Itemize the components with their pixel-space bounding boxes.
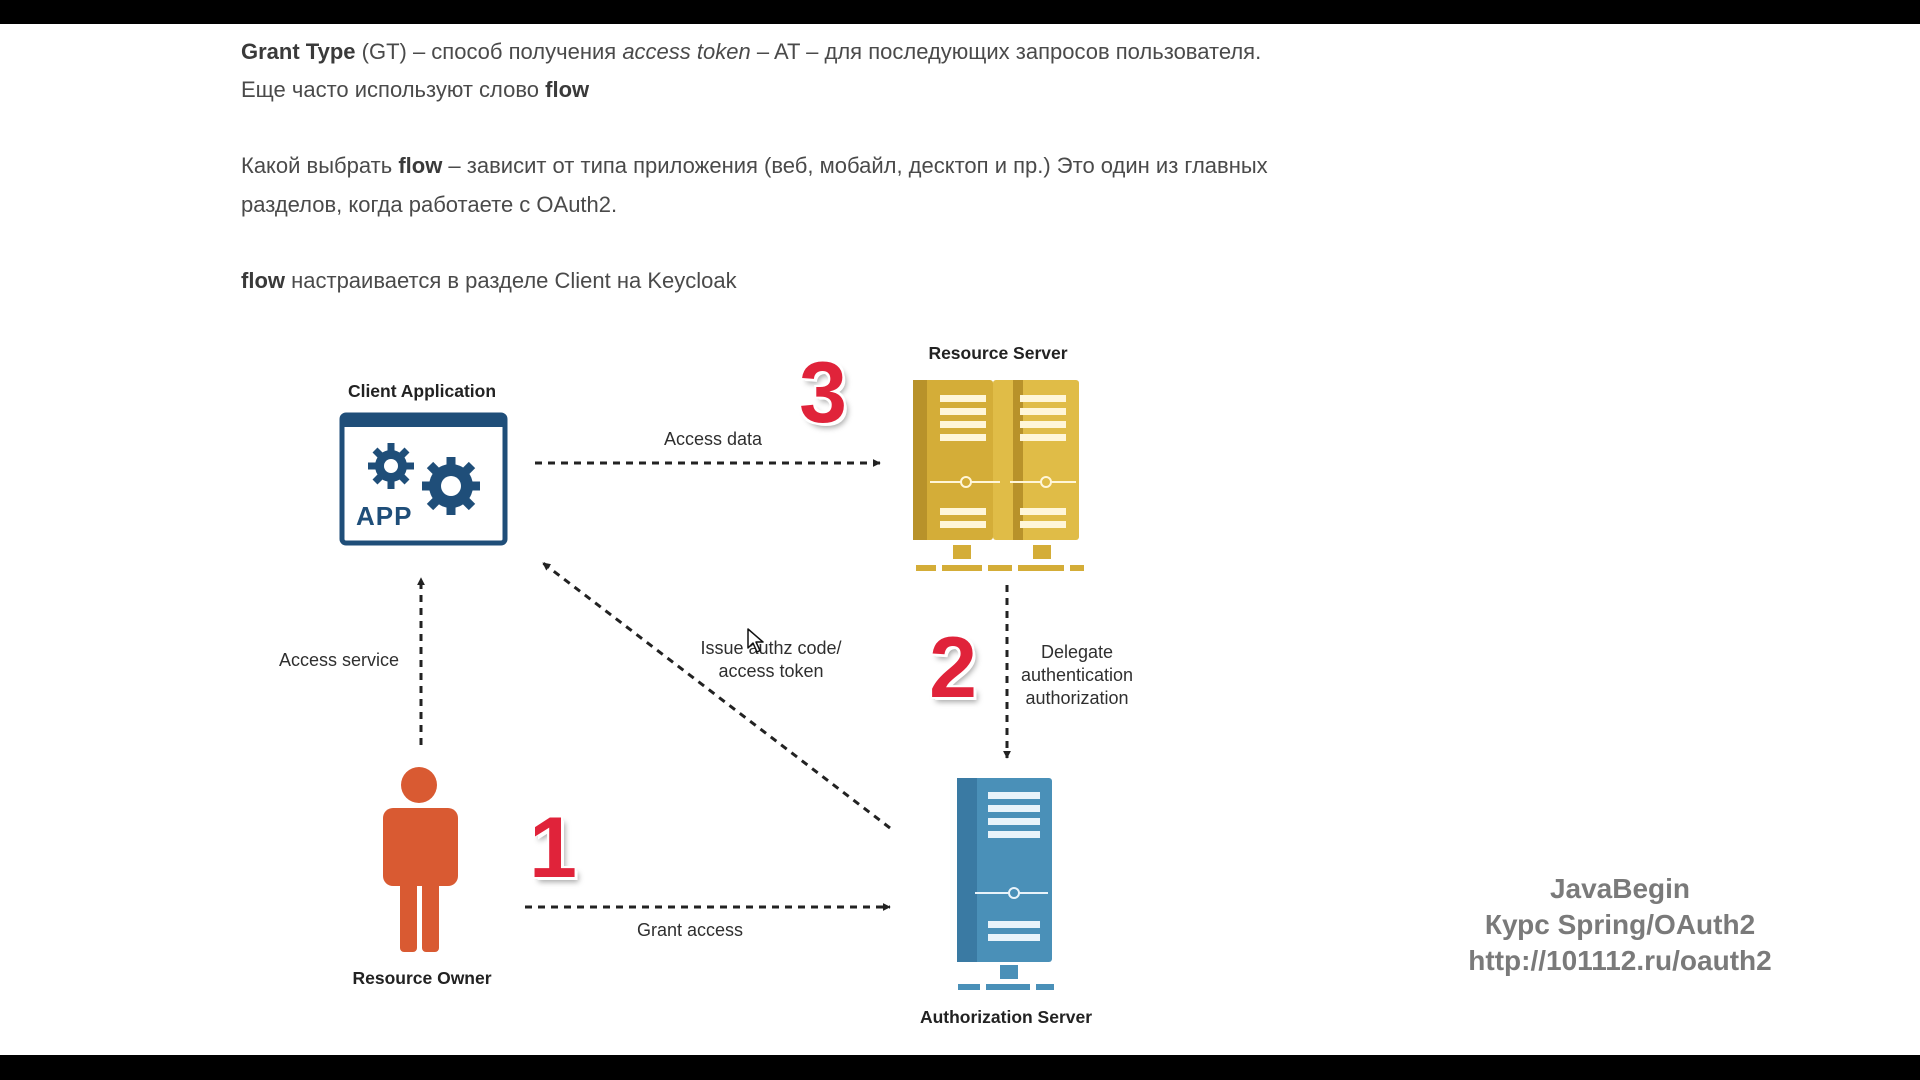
intro-text: Еще часто используют слово bbox=[241, 77, 546, 102]
intro-line-keycloak: flow настраивается в разделе Client на K… bbox=[241, 262, 737, 300]
intro-text: Какой выбрать bbox=[241, 153, 399, 178]
resource-server-icon bbox=[913, 380, 1084, 571]
edge-label-issue-line2: access token bbox=[718, 661, 824, 681]
edge-label-access-data: Access data bbox=[663, 429, 763, 449]
watermark-url: http://101112.ru/oauth2 bbox=[1468, 945, 1772, 976]
gear-icon bbox=[422, 457, 480, 515]
intro-text: разделов, когда работаете с OAuth2. bbox=[241, 192, 618, 217]
intro-text: настраивается в разделе Client на Keyclo… bbox=[285, 268, 737, 293]
arrow-issue-token bbox=[542, 561, 891, 830]
mouse-cursor-icon bbox=[747, 628, 764, 653]
flow-term: flow bbox=[545, 77, 590, 102]
bottom-letterbox-bar bbox=[0, 1055, 1920, 1080]
gear-icon bbox=[368, 443, 414, 489]
step-number-3: 3 bbox=[799, 345, 847, 441]
person-icon bbox=[383, 767, 458, 952]
flow-term: flow bbox=[241, 268, 285, 293]
resource-server-title: Resource Server bbox=[928, 343, 1068, 363]
intro-text: – AT – для последующих запросов пользова… bbox=[750, 39, 1262, 64]
intro-line-oauth2: разделов, когда работаете с OAuth2. bbox=[241, 186, 617, 224]
watermark-brand: JavaBegin bbox=[1549, 873, 1691, 904]
intro-line-grant-type: Grant Type (GT) – способ получения acces… bbox=[241, 33, 1261, 71]
edge-label-delegate-line1: Delegate bbox=[1040, 642, 1114, 662]
intro-text: – зависит от типа приложения (веб, мобай… bbox=[442, 153, 1268, 178]
edge-label-issue-line1: Issue authz code/ bbox=[700, 638, 842, 658]
watermark-course: Курс Spring/OAuth2 bbox=[1484, 909, 1756, 940]
flow-term: flow bbox=[398, 153, 443, 178]
step-number-1: 1 bbox=[529, 800, 577, 896]
edge-label-delegate-line2: authentication bbox=[1020, 665, 1134, 685]
top-letterbox-bar bbox=[0, 0, 1920, 24]
access-token-term: access token bbox=[622, 39, 751, 64]
intro-line-flow: Еще часто используют слово flow bbox=[241, 71, 589, 109]
app-label: APP bbox=[356, 501, 413, 531]
edge-label-grant-access: Grant access bbox=[636, 920, 744, 940]
edge-label-access-service: Access service bbox=[279, 650, 400, 670]
intro-line-choose-flow: Какой выбрать flow – зависит от типа при… bbox=[241, 147, 1268, 185]
client-application-title: Client Application bbox=[347, 381, 497, 401]
authorization-server-title: Authorization Server bbox=[919, 1007, 1093, 1027]
edge-label-delegate-line3: authorization bbox=[1025, 688, 1129, 708]
app-window-icon bbox=[339, 412, 508, 546]
step-number-2: 2 bbox=[929, 620, 977, 716]
grant-type-term: Grant Type bbox=[241, 39, 356, 64]
intro-text: (GT) – способ получения bbox=[355, 39, 623, 64]
authorization-server-icon bbox=[957, 778, 1054, 990]
resource-owner-title: Resource Owner bbox=[352, 968, 492, 988]
